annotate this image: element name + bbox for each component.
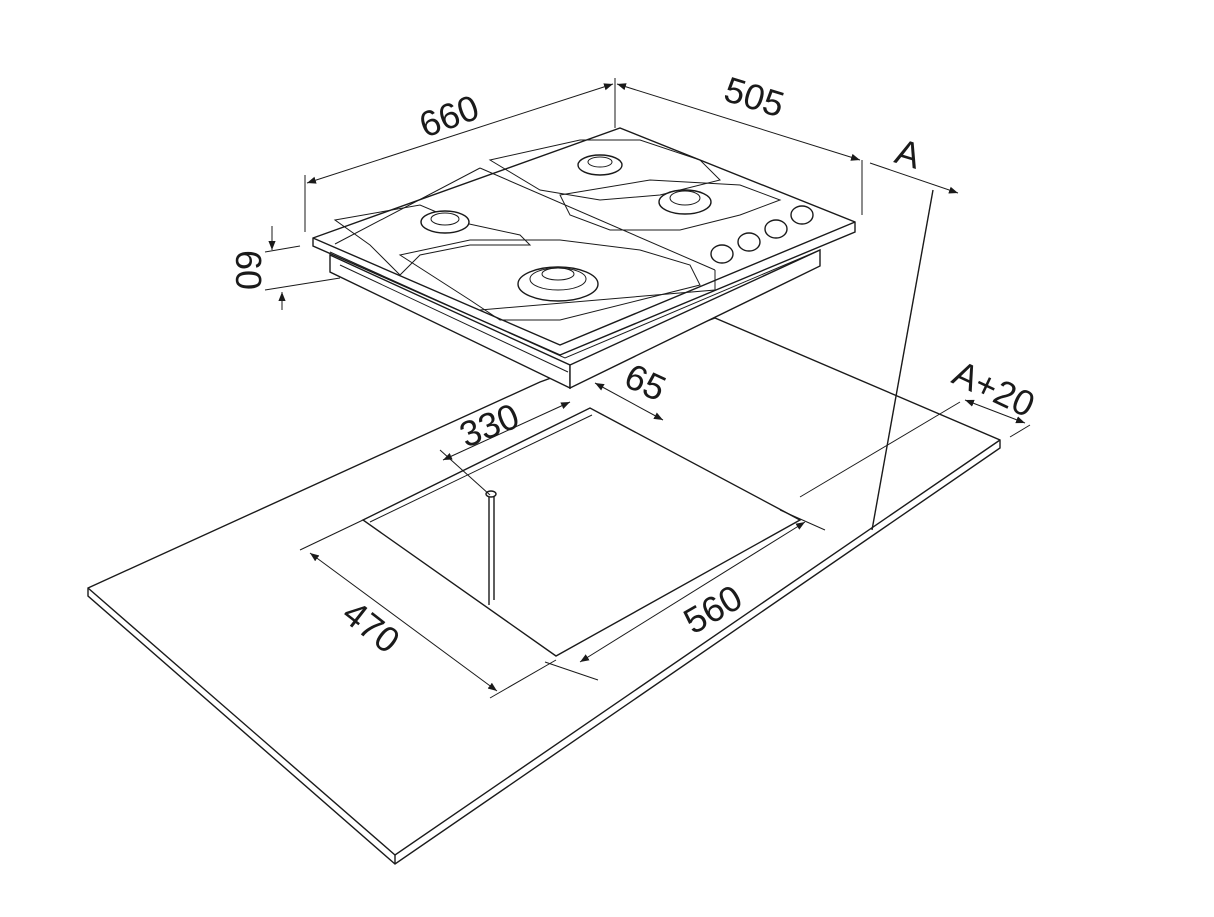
knob	[710, 244, 734, 264]
hob	[312, 127, 856, 390]
control-knobs	[710, 205, 814, 264]
label-rear-clearance: A+20	[947, 352, 1041, 425]
burner-rear-left	[420, 210, 470, 234]
knob	[737, 232, 761, 252]
dimension-lines	[264, 78, 1031, 699]
burner-rear-right	[658, 189, 712, 215]
label-clearance: A	[891, 130, 926, 176]
clearance-line	[871, 189, 934, 531]
knob	[764, 219, 788, 239]
burner-rear-center	[577, 154, 623, 176]
knob	[790, 205, 814, 225]
burner-wok	[517, 266, 599, 302]
label-hob-height: 60	[228, 250, 269, 290]
label-hob-depth: 505	[720, 68, 789, 125]
countertop	[87, 317, 1001, 865]
label-hob-width: 660	[414, 86, 484, 145]
